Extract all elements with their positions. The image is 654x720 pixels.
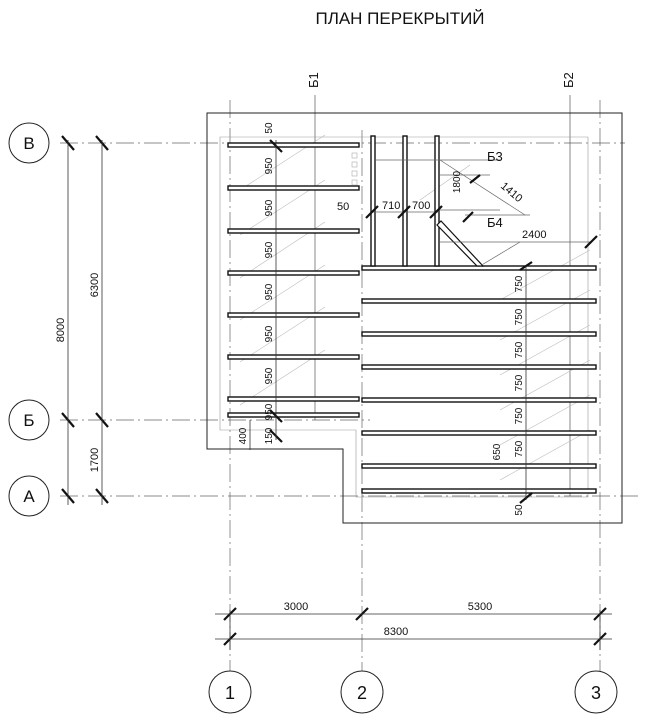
dim-left-total: 8000 <box>55 318 67 342</box>
dim-right-gap-bottom: 50 <box>514 504 525 516</box>
beam-leaders <box>314 95 571 496</box>
beam-mark-b2: Б2 <box>561 72 576 88</box>
dim-spacing: 950 <box>264 199 275 216</box>
stair-opening-beams <box>370 135 440 267</box>
axis-label-1: 1 <box>225 683 235 703</box>
dim-spacing: 950 <box>264 325 275 342</box>
dim-bottom-total: 8300 <box>384 626 408 638</box>
dim-spacing: 950 <box>264 403 275 420</box>
axis-bubbles <box>8 122 618 714</box>
beam-mark-b1: Б1 <box>306 72 321 88</box>
dim-spacing: 950 <box>264 241 275 258</box>
left-beam <box>227 396 360 402</box>
right-beam <box>361 298 597 304</box>
left-beam <box>227 142 360 148</box>
dimension-texts: 8000 6300 1700 50 950 950 950 950 950 95… <box>55 122 546 638</box>
wall-outline-inner <box>219 136 589 498</box>
dimension-lines <box>67 140 612 650</box>
axis-bubble-2 <box>340 670 384 714</box>
axis-bubble-a <box>8 475 50 517</box>
dim-diag-b3: 1800 <box>452 170 463 193</box>
dim-spacing: 950 <box>264 367 275 384</box>
axis-label-a: А <box>23 487 35 506</box>
left-beam <box>227 228 360 234</box>
axis-label-b: Б <box>23 411 34 430</box>
dim-diag-b3-len: 1410 <box>498 180 524 205</box>
plan-title: ПЛАН ПЕРЕКРЫТИЙ <box>315 9 484 28</box>
dim-spacing: 950 <box>264 157 275 174</box>
left-beam <box>227 412 360 418</box>
dim-left-upper: 6300 <box>89 273 101 297</box>
right-beam <box>361 397 597 403</box>
stair-diagonal-beam <box>436 220 485 267</box>
dim-right-spacing: 750 <box>514 374 525 391</box>
left-beam <box>227 354 360 360</box>
wall-outline-outer <box>206 112 623 524</box>
axis-grid <box>60 100 640 680</box>
dim-right-extra: 650 <box>492 443 503 460</box>
left-beam <box>227 312 360 318</box>
right-beam <box>361 430 597 436</box>
dim-right-spacing: 750 <box>514 341 525 358</box>
small-marks <box>351 152 358 186</box>
right-beam <box>361 463 597 469</box>
dim-right-spacing: 750 <box>514 308 525 325</box>
dim-right-spacing: 750 <box>514 440 525 457</box>
dim-gap-top: 50 <box>264 122 275 134</box>
right-beams <box>361 265 597 494</box>
axis-label-3: 3 <box>591 683 601 703</box>
dim-right-spacing: 750 <box>514 275 525 292</box>
axis-label-2: 2 <box>357 683 367 703</box>
left-beams <box>227 142 360 418</box>
dim-edge: 150 <box>264 427 275 444</box>
right-beam <box>361 364 597 370</box>
dim-spacing: 950 <box>264 283 275 300</box>
axis-bubble-v <box>8 122 50 164</box>
right-beam <box>361 488 597 494</box>
dim-bottom-left: 3000 <box>284 601 308 613</box>
dim-left-lower: 1700 <box>89 448 101 472</box>
dim-bottom-right: 5300 <box>468 601 492 613</box>
axis-label-v: В <box>23 134 34 153</box>
stair-helper-lines <box>372 159 590 267</box>
dim-stair-gap-2: 700 <box>412 200 430 212</box>
right-beam <box>361 331 597 337</box>
dim-stair-gap-1: 710 <box>382 200 400 212</box>
beam-mark-b4: Б4 <box>487 215 503 230</box>
left-beam <box>227 185 360 191</box>
axis-bubble-b <box>8 399 50 441</box>
dim-right-spacing: 750 <box>514 407 525 424</box>
dim-overhang: 400 <box>238 427 249 444</box>
beam-mark-b3: Б3 <box>487 149 503 164</box>
left-beam <box>227 270 360 276</box>
dim-stair-offset: 50 <box>337 201 349 213</box>
axis-bubble-3 <box>574 670 618 714</box>
axis-bubble-1 <box>208 670 252 714</box>
dim-diag-b4: 2400 <box>522 229 546 241</box>
